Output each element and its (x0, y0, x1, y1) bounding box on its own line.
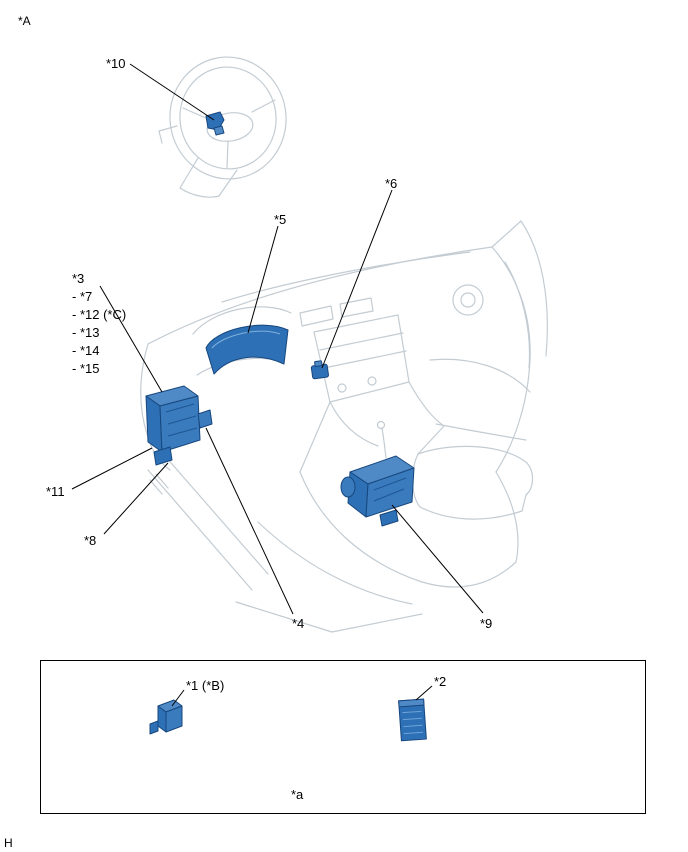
console-ecu-part (340, 455, 415, 527)
callout-9: *9 (480, 616, 493, 631)
leader-lines (71, 63, 484, 707)
junction-block-part (145, 385, 213, 466)
callout-4: *4 (292, 616, 305, 631)
callout-5: *5 (274, 212, 287, 227)
callout-7: - *7 (72, 289, 93, 304)
legend-callout-a: *a (291, 787, 304, 802)
callout-10: *10 (106, 56, 126, 71)
callout-3-group: *3 - *7 - *12 (*C) - *13 - *14 - *15 (72, 270, 126, 378)
legend-callout-2: *2 (434, 674, 447, 689)
dashboard-line-art (140, 56, 548, 633)
callout-8: *8 (84, 533, 97, 548)
callout-12: - *12 (*C) (72, 307, 127, 322)
instrument-cluster-part (205, 324, 289, 375)
callout-3: *3 (72, 271, 85, 286)
page-marker-h: H (4, 836, 13, 850)
legend-callout-1: *1 (*B) (186, 678, 225, 693)
view-marker-a: *A (18, 14, 31, 28)
callout-11: *11 (46, 484, 65, 499)
legend-part-2 (398, 698, 427, 742)
legend-box (40, 660, 646, 814)
callout-15: - *15 (72, 361, 100, 376)
callout-6: *6 (385, 176, 398, 191)
callout-14: - *14 (72, 343, 100, 358)
airbag-sensor-part (310, 360, 329, 380)
spiral-cable-part (205, 111, 225, 136)
callout-13: - *13 (72, 325, 100, 340)
legend-part-1 (149, 699, 183, 735)
